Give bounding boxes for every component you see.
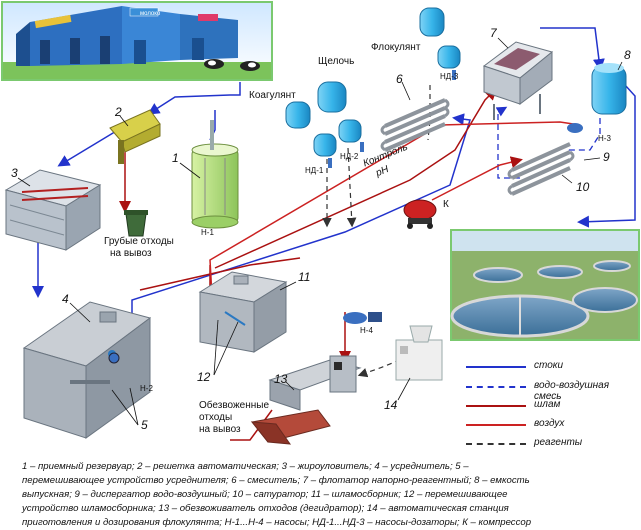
alkali-tank [317, 81, 347, 113]
sludge-collector [198, 271, 288, 353]
dehydrator [268, 355, 362, 411]
caption-line-2: перемешивающее устройство усреднителя; 6… [22, 475, 530, 486]
compressor [403, 199, 437, 229]
waste-skip [250, 409, 331, 445]
pump-n4 [343, 312, 382, 324]
grease-trap [4, 169, 102, 251]
flotator [482, 41, 554, 120]
waste-bin [124, 210, 148, 237]
caption-line-3: выпускная; 9 – диспергатор водо-воздушны… [22, 489, 508, 500]
compressor-label: К [443, 199, 449, 210]
dosing-pump-label-nd2: НД-2 [340, 152, 359, 161]
number-5: 5 [141, 418, 148, 432]
treatment-plant-photo [450, 229, 640, 341]
number-12: 12 [197, 370, 211, 384]
dewatered-waste-label-1: Обезвоженные [199, 400, 270, 411]
number-2: 2 [115, 105, 122, 119]
caption-line-1: 1 – приемный резервуар; 2 – решетка авто… [22, 461, 469, 472]
static-mixer [380, 98, 450, 152]
coagulant-tank [285, 101, 311, 129]
legend-row-wastewater: стоки [466, 360, 636, 374]
number-13: 13 [274, 372, 288, 386]
leader-lines [17, 37, 623, 426]
pump-label-n2: Н-2 [140, 384, 153, 393]
legend-label-sludge: шлам [534, 399, 561, 410]
alkali-tank-2 [338, 119, 362, 143]
number-4: 4 [62, 292, 69, 306]
dewatered-waste-label-2: отходы [199, 412, 233, 423]
automatic-screen [109, 109, 161, 164]
alkali-label: Щелочь [318, 56, 355, 67]
legend-label-water-air: водо-воздушная смесь [534, 380, 610, 402]
dosing-pumps [328, 70, 456, 168]
outlet-tank [591, 63, 627, 115]
number-14: 14 [384, 398, 398, 412]
legend-swatch-reagents [466, 443, 526, 445]
legend-row-sludge: шлам [466, 399, 636, 413]
legend-row-water-air: водо-воздушная смесь [466, 380, 636, 402]
legend-swatch-water-air [466, 386, 526, 388]
receiving-tank [191, 120, 239, 229]
dosing-pump-label-nd3: НД-3 [440, 72, 459, 81]
pump-label-n4: Н-4 [360, 326, 373, 335]
coarse-waste-label-1: Грубые отходы [104, 236, 174, 247]
dewatered-waste-label-3: на вывоз [199, 424, 241, 435]
pump-label-n1: Н-1 [201, 228, 214, 237]
number-3: 3 [11, 166, 18, 180]
number-6: 6 [396, 72, 403, 86]
legend-row-reagents: реагенты [466, 437, 636, 451]
dosing-pump-label-nd1: НД-1 [305, 166, 324, 175]
coarse-waste-label-2: на вывоз [110, 248, 152, 259]
caption-line-5: приготовления и дозирования флокулянта; … [22, 517, 532, 528]
flocculant-tank [419, 7, 445, 37]
number-9: 9 [603, 150, 610, 164]
farm-photo: молоко [1, 1, 273, 81]
legend-label-air: воздух [534, 418, 565, 429]
pump-label-n3: Н-3 [598, 134, 611, 143]
coagulant-label: Коагулянт [249, 90, 296, 101]
number-7: 7 [490, 26, 497, 40]
reagent-tanks [285, 7, 461, 157]
legend-row-air: воздух [466, 418, 636, 432]
disperser-saturator [507, 142, 575, 196]
legend-label-wastewater: стоки [534, 360, 564, 371]
caption: 1 – приемный резервуар; 2 – решетка авто… [22, 460, 622, 530]
number-11: 11 [298, 270, 311, 284]
legend-label-reagents: реагенты [534, 437, 583, 448]
number-1: 1 [172, 151, 179, 165]
equalization-tank [22, 301, 152, 439]
legend-swatch-sludge [466, 405, 526, 407]
flocculant-station [395, 325, 443, 381]
farm-sign-text: молоко [140, 11, 161, 17]
legend-swatch-wastewater [466, 366, 526, 368]
legend-swatch-air [466, 424, 526, 426]
coagulant-tank-2 [313, 133, 337, 157]
pump-n2 [108, 352, 120, 364]
caption-line-4: устройство шламосборника; 13 – обезвожив… [22, 503, 509, 514]
flocculant-tank-2 [437, 45, 461, 69]
number-10: 10 [576, 180, 590, 194]
flocculant-label: Флокулянт [371, 42, 421, 53]
pump-n3 [567, 123, 583, 133]
number-8: 8 [624, 48, 631, 62]
